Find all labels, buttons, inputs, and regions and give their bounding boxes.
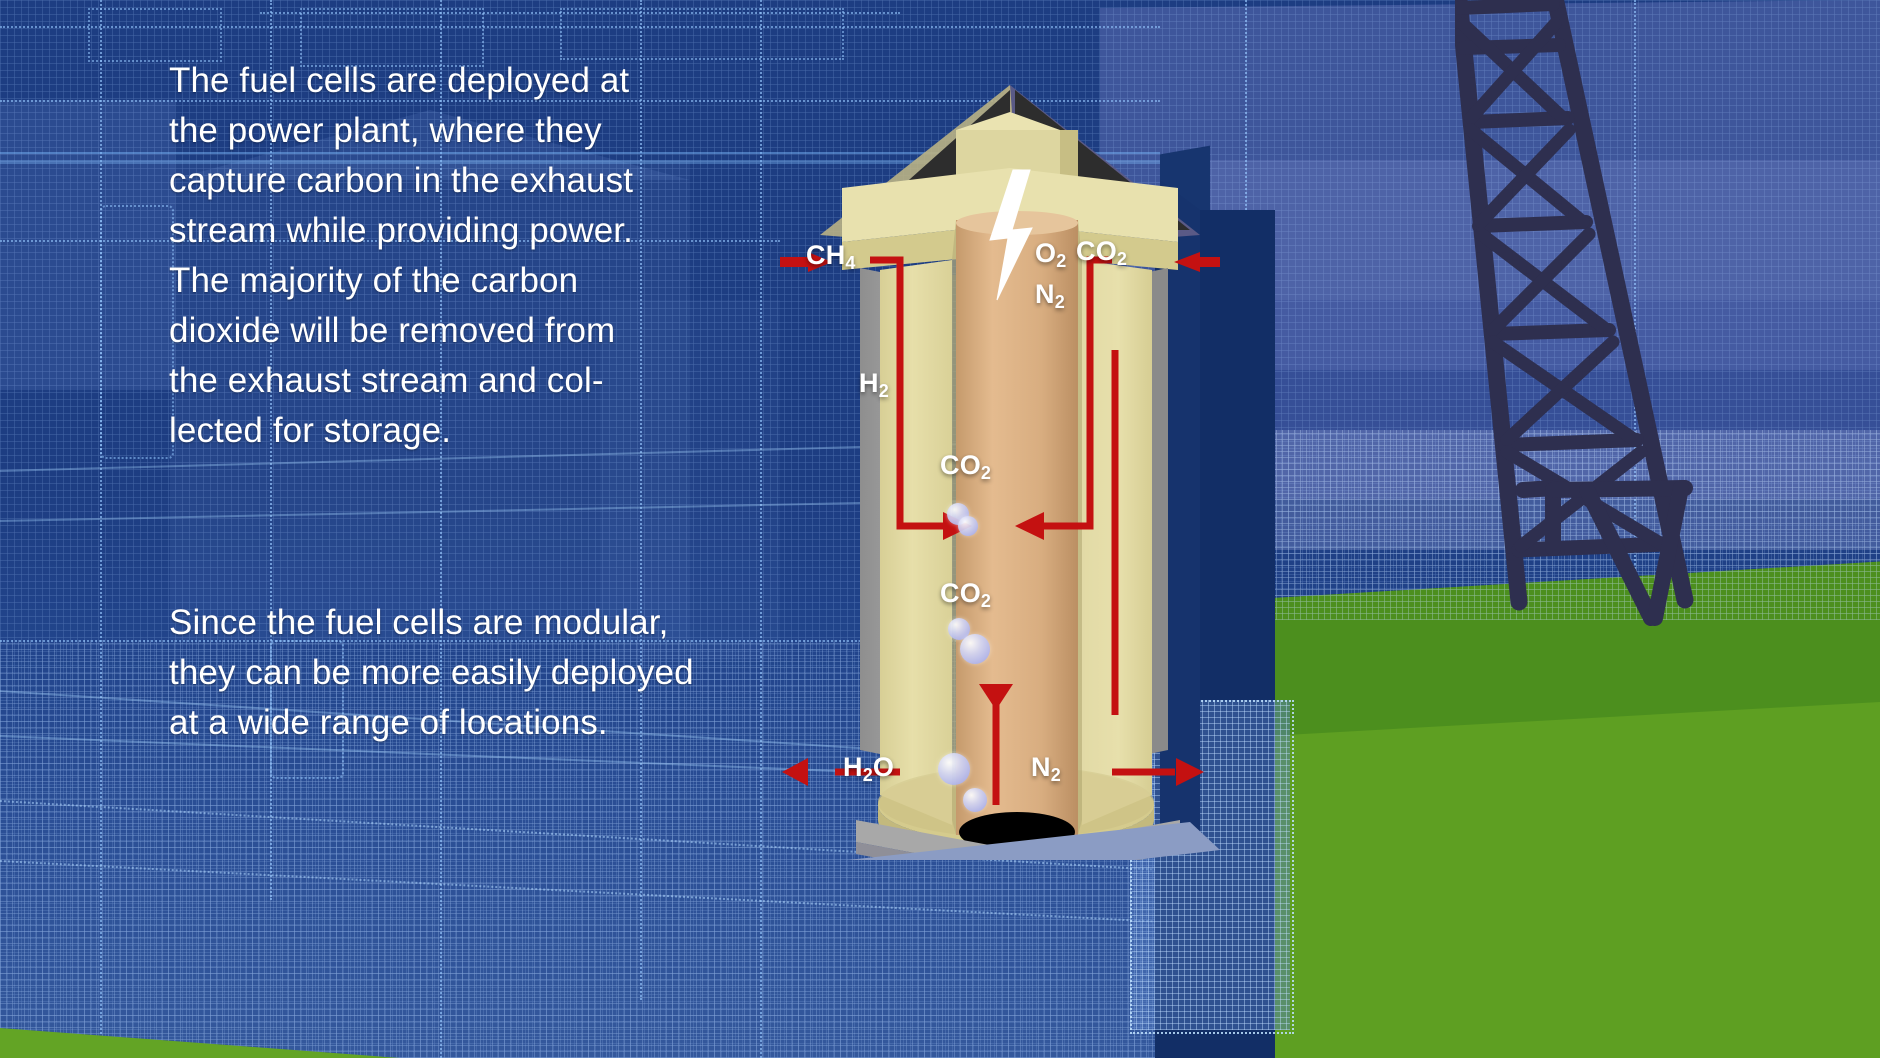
label-co2-inlet: CO2: [1076, 236, 1128, 269]
blueprint-hline-7: [0, 640, 1160, 642]
blueprint-vline-7: [1634, 0, 1636, 620]
blueprint-box-d: [300, 8, 484, 67]
co2-bubble-3: [948, 618, 970, 640]
narrative-paragraph-2-text: Since the fuel cells are modular, they c…: [169, 603, 694, 742]
co2-bubble-5: [938, 753, 970, 785]
blueprint-slab-mesh: [1130, 700, 1290, 1030]
blueprint-vline-5: [760, 0, 762, 1058]
blueprint-slab-outline: [1130, 700, 1294, 1034]
label-co2-low: CO2: [940, 578, 992, 611]
label-h2: H2: [859, 368, 889, 401]
label-co2-mid: CO2: [940, 450, 992, 483]
blueprint-vline-4: [640, 0, 642, 1000]
ghost-building-c: [600, 300, 780, 660]
blueprint-hline-2: [0, 100, 1160, 102]
blueprint-vline-2: [270, 0, 272, 900]
label-n2-bottom: N2: [1031, 752, 1061, 785]
co2-bubble-4: [960, 634, 990, 664]
narrative-paragraph-2: Since the fuel cells are modular, they c…: [169, 598, 789, 748]
grass-field-near: [1195, 700, 1880, 1058]
label-n2-upper: N2: [1035, 279, 1065, 312]
co2-bubble-6: [963, 788, 987, 812]
blueprint-vline-3: [440, 0, 442, 1058]
blueprint-hline-5: [0, 160, 1160, 164]
label-ch4: CH4: [806, 240, 856, 273]
blueprint-hline-3: [260, 12, 900, 14]
blueprint-hline-4: [0, 152, 1160, 154]
blueprint-vline-1: [100, 0, 102, 1058]
blueprint-box-e: [560, 8, 844, 60]
label-h2o: H2O: [843, 752, 895, 785]
blueprint-slab: [1130, 700, 1290, 1030]
blueprint-hline-1: [0, 26, 1160, 28]
fuel-cell-cutaway: [760, 60, 1220, 890]
blueprint-box-c: [88, 8, 222, 62]
blueprint-box-a: [100, 205, 174, 459]
ghost-building-a: [0, 100, 175, 390]
blueprint-box-b: [270, 640, 344, 779]
narrative-paragraph-1: The fuel cells are deployed at the power…: [169, 56, 789, 456]
power-transmission-tower: [1455, 0, 1785, 630]
blueprint-hline-6: [0, 240, 780, 242]
co2-bubble-2: [958, 516, 978, 536]
narrative-paragraph-1-text: The fuel cells are deployed at the power…: [169, 61, 634, 450]
label-o2: O2: [1035, 238, 1067, 271]
lightning-bolt-icon: [989, 169, 1033, 301]
